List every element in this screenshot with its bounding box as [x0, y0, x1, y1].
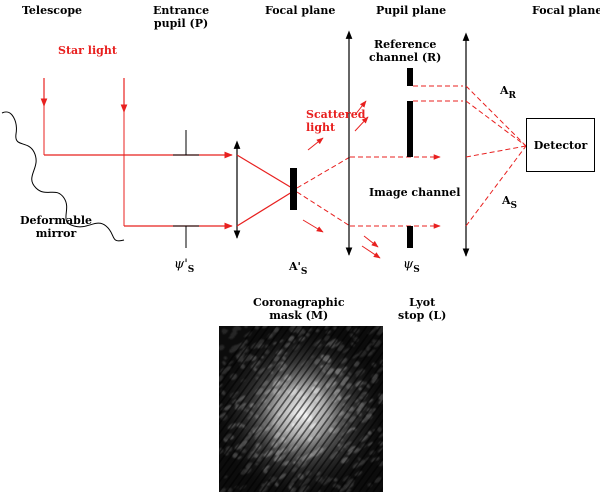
- symbol-a-s-prime: A'S: [289, 260, 308, 277]
- fringe-line: [239, 326, 361, 492]
- fringe-line: [337, 428, 383, 492]
- fringe-line: [219, 326, 284, 416]
- detector-box: Detector: [526, 118, 595, 172]
- fringe-line: [323, 409, 383, 492]
- label-coronagraphic-mask: Coronagraphic mask (M): [253, 296, 345, 322]
- symbol-a-r: AR: [500, 84, 517, 101]
- heading-focal-plane-1: Focal plane: [265, 4, 336, 17]
- fringe-line: [316, 399, 383, 492]
- symbol-psi-s-prime: ψ'S: [174, 257, 195, 275]
- coronagraphic-mask-bar: [290, 168, 297, 210]
- fringe-line: [219, 326, 256, 378]
- fringe-line: [358, 457, 383, 492]
- fringe-line: [295, 370, 383, 492]
- heading-pupil-plane: Pupil plane: [376, 4, 447, 17]
- fringe-line: [219, 326, 305, 445]
- fringe-line: [267, 331, 383, 492]
- fringe-line: [219, 326, 263, 387]
- fringe-line: [219, 326, 312, 455]
- fringe-line: [330, 418, 383, 492]
- label-image-channel: Image channel: [369, 186, 461, 199]
- lyot-stop-bar-top: [407, 68, 413, 86]
- heading-focal-plane-2: Focal plane: [532, 4, 600, 17]
- label-scattered-light: Scattered light: [306, 108, 366, 134]
- fringe-line: [246, 326, 368, 492]
- lyot-stop-bar-mid: [407, 101, 413, 157]
- fringe-line: [274, 341, 383, 492]
- fringe-line: [219, 326, 326, 474]
- label-deformable-mirror: Deformable mirror: [20, 214, 93, 240]
- detector-label: Detector: [533, 138, 588, 152]
- symbol-a-s: AS: [502, 194, 518, 211]
- fringe-line: [219, 326, 291, 426]
- fringe-line: [225, 326, 347, 492]
- fringe-line: [219, 326, 333, 484]
- label-reference-channel: Reference channel (R): [369, 38, 442, 64]
- fringe-line: [281, 350, 383, 492]
- fringe-line: [232, 326, 354, 492]
- fringe-line: [219, 326, 277, 407]
- fringe-line: [351, 447, 383, 492]
- fringe-line: [302, 379, 383, 492]
- label-lyot-stop: Lyot stop (L): [398, 296, 447, 322]
- fringe-line: [309, 389, 383, 492]
- fringe-line: [288, 360, 383, 492]
- fringe-line: [219, 326, 298, 436]
- lyot-stop-bar-low: [407, 226, 413, 248]
- label-star-light: Star light: [58, 44, 117, 57]
- fringe-line: [260, 326, 382, 492]
- heading-entrance-pupil: Entrance pupil (P): [153, 4, 210, 30]
- deformable-mirror-surface: [1, 111, 125, 242]
- heading-telescope: Telescope: [22, 4, 83, 17]
- fringe-line: [344, 438, 383, 492]
- fringe-line: [219, 326, 319, 465]
- symbol-psi-s: ψS: [403, 257, 420, 275]
- fringe-line: [219, 326, 270, 397]
- fringe-line: [219, 326, 340, 492]
- coronagraphic-speckle-image: [219, 326, 383, 492]
- fringe-line: [253, 326, 375, 492]
